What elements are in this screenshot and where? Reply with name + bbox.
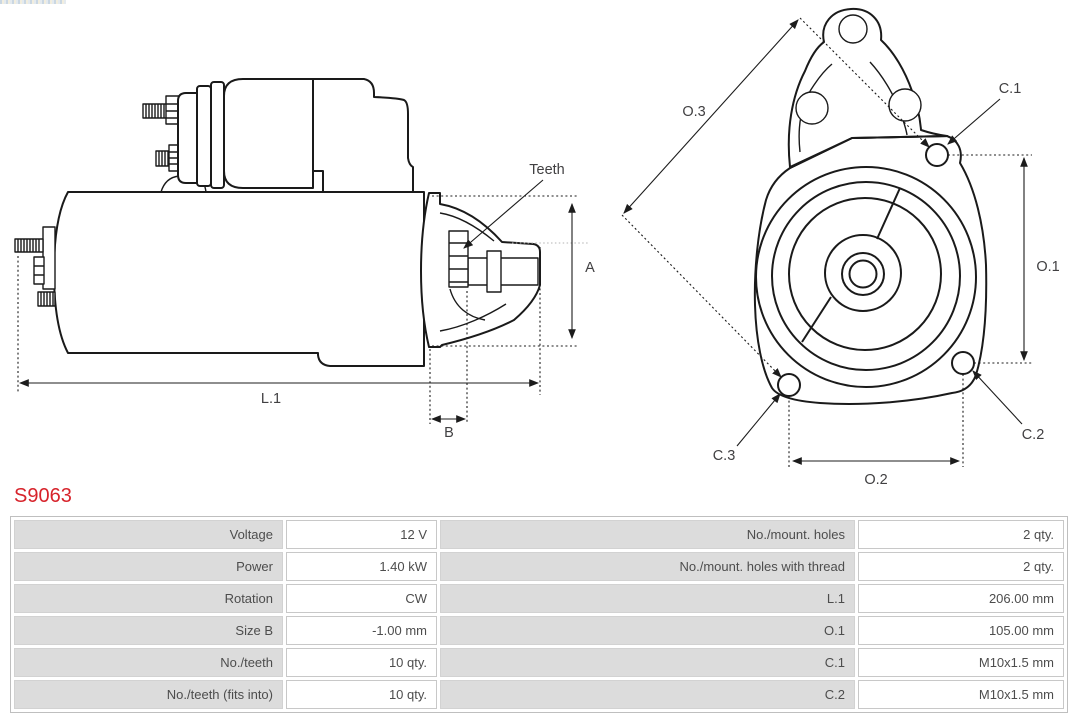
mount-hole-c2 (951, 351, 975, 375)
spec-value-cell: 105.00 mm (858, 616, 1064, 645)
spec-label-cell: No./mount. holes with thread (440, 552, 855, 581)
mount-hole-c1 (925, 143, 949, 167)
bore-circles (755, 166, 977, 388)
solenoid-top-hole (838, 14, 868, 44)
spec-label-cell: C.1 (440, 648, 855, 677)
rear-studs (14, 226, 56, 307)
dim-label-c3: C.3 (713, 448, 736, 464)
dim-label-o3: O.3 (682, 104, 705, 120)
spec-label-cell: L.1 (440, 584, 855, 613)
spec-table: Voltage 12 V No./mount. holes 2 qty. Pow… (10, 516, 1068, 713)
spec-value-cell: M10x1.5 mm (858, 680, 1064, 709)
spec-value-cell: 12 V (286, 520, 437, 549)
spec-value-cell: 1.40 kW (286, 552, 437, 581)
spec-label-cell: O.1 (440, 616, 855, 645)
spec-value-cell: -1.00 mm (286, 616, 437, 645)
solenoid-left-hole (795, 91, 829, 125)
spec-label-cell: Size B (14, 616, 283, 645)
dim-label-b: B (444, 425, 454, 441)
spec-label-cell: No./teeth (fits into) (14, 680, 283, 709)
spec-label-cell: No./teeth (14, 648, 283, 677)
spec-label-cell: Rotation (14, 584, 283, 613)
front-view-drawing: O.3 O.1 O.2 C.1 C.2 C.3 (621, 7, 1060, 488)
side-view-drawing: L.1 A B Teeth (14, 78, 595, 441)
dim-label-l1: L.1 (261, 391, 281, 407)
spec-value-cell: 2 qty. (858, 520, 1064, 549)
spec-value-cell: 10 qty. (286, 648, 437, 677)
spec-value-cell: CW (286, 584, 437, 613)
spec-label-cell: Power (14, 552, 283, 581)
mount-hole-c3 (777, 373, 801, 397)
dim-label-o2: O.2 (864, 472, 887, 488)
pinion-gear (448, 230, 469, 288)
starter-side-outline (14, 78, 541, 367)
dim-label-c2: C.2 (1022, 427, 1045, 443)
part-number: S9063 (14, 485, 72, 507)
spec-label-cell: Voltage (14, 520, 283, 549)
dim-label-teeth: Teeth (529, 162, 564, 178)
spec-value-cell: 10 qty. (286, 680, 437, 709)
front-view-dimensions: O.3 O.1 O.2 C.1 C.2 C.3 (621, 17, 1060, 488)
spec-label-cell: C.2 (440, 680, 855, 709)
spec-label-cell: No./mount. holes (440, 520, 855, 549)
starter-front-outline (753, 7, 988, 405)
spec-value-cell: M10x1.5 mm (858, 648, 1064, 677)
spec-value-cell: 2 qty. (858, 552, 1064, 581)
dim-label-c1: C.1 (999, 81, 1022, 97)
logo-artifact (0, 0, 66, 4)
solenoid-right-hole (888, 88, 922, 122)
dim-label-a: A (585, 260, 595, 276)
side-view-dimensions: L.1 A B Teeth (17, 162, 595, 441)
dim-label-o1: O.1 (1036, 259, 1059, 275)
spec-value-cell: 206.00 mm (858, 584, 1064, 613)
